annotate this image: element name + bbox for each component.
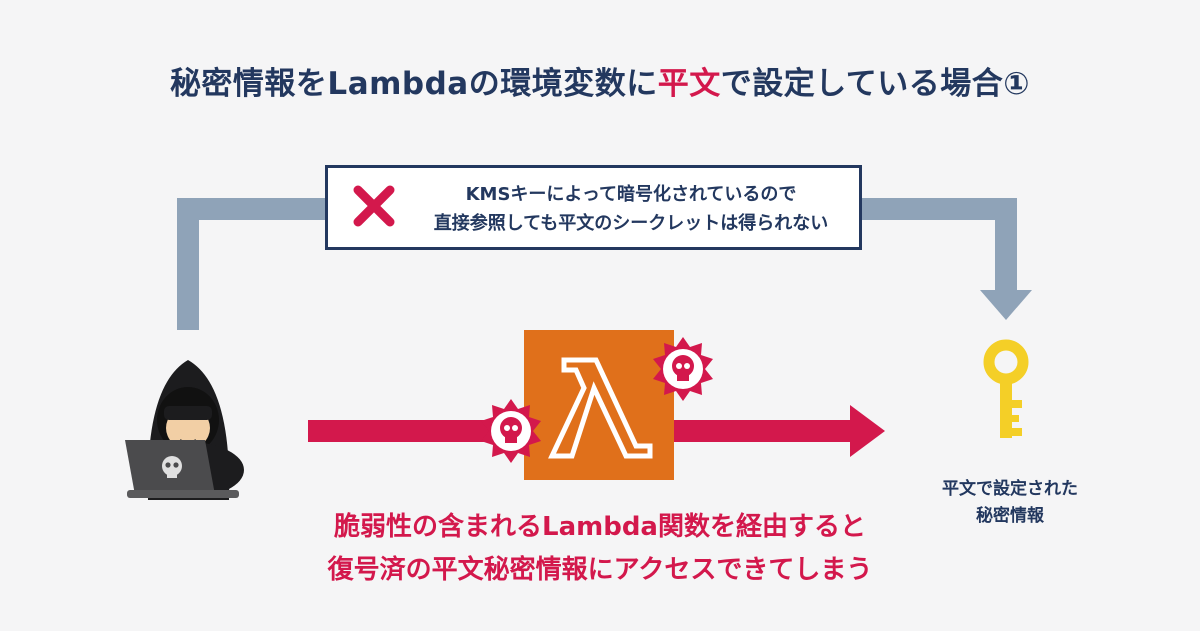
title-suffix: で設定している場合① bbox=[720, 66, 1031, 102]
key-label-line-2: 秘密情報 bbox=[976, 506, 1044, 526]
notice-line-1: KMSキーによって暗号化されているので bbox=[465, 184, 797, 205]
key-icon bbox=[983, 339, 1029, 438]
page-title: 秘密情報をLambdaの環境変数に平文で設定している場合① bbox=[0, 58, 1200, 103]
hacker-icon bbox=[125, 360, 244, 500]
title-highlight: 平文 bbox=[657, 66, 721, 102]
attack-description-line-1: 脆弱性の含まれるLambda関数を経由すると bbox=[334, 512, 866, 542]
notice-text: KMSキーによって暗号化されているので 直接参照しても平文のシークレットは得られ… bbox=[416, 180, 846, 238]
title-prefix: 秘密情報をLambdaの環境変数に bbox=[169, 66, 658, 102]
notice-line-2: 直接参照しても平文のシークレットは得られない bbox=[433, 213, 829, 234]
attack-description-line-2: 復号済の平文秘密情報にアクセスできてしまう bbox=[327, 555, 873, 585]
cross-icon bbox=[353, 185, 395, 227]
key-label: 平文で設定された 秘密情報 bbox=[905, 476, 1115, 530]
blocked-route-arrowhead bbox=[980, 290, 1032, 320]
blocked-access-notice: KMSキーによって暗号化されているので 直接参照しても平文のシークレットは得られ… bbox=[325, 165, 862, 250]
lambda-symbol-icon bbox=[548, 357, 653, 459]
lambda-function-icon bbox=[524, 330, 674, 480]
attack-arrowhead bbox=[850, 405, 885, 457]
key-label-line-1: 平文で設定された bbox=[942, 479, 1078, 499]
attack-description: 脆弱性の含まれるLambda関数を経由すると 復号済の平文秘密情報にアクセスでき… bbox=[230, 506, 970, 592]
